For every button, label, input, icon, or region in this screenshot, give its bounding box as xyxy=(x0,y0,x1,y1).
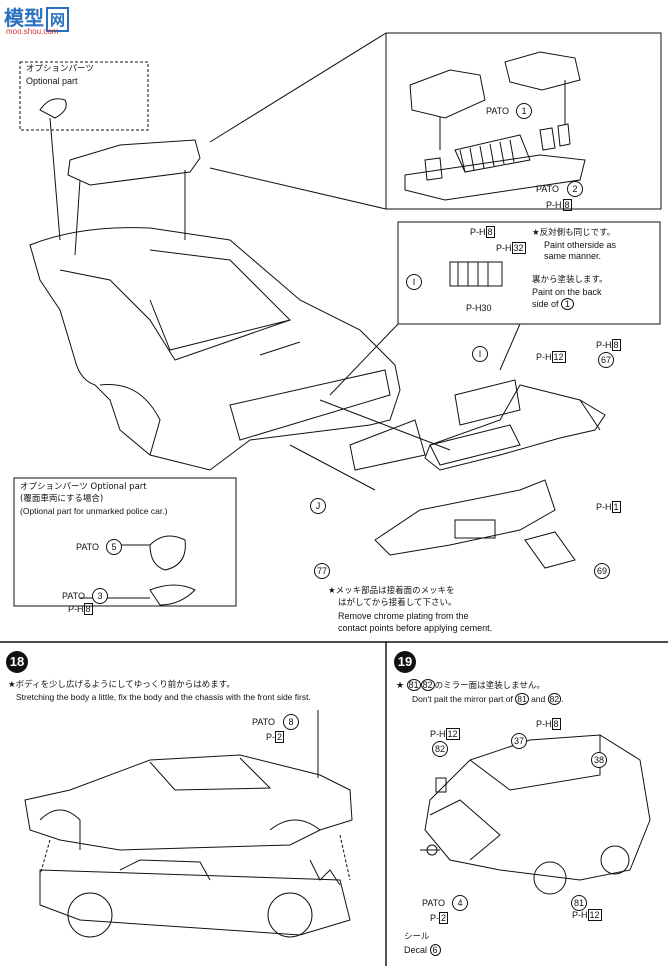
pato2-number: 2 xyxy=(567,181,583,197)
inset-ph8-num: 8 xyxy=(485,226,495,238)
logo-text: 模型 xyxy=(4,6,44,30)
pato5-label: PATO xyxy=(76,542,100,552)
step-19-en-text: Don't pait the mirror part of xyxy=(412,694,513,704)
part-69: 69 xyxy=(594,563,610,579)
ph8b-num: 8 xyxy=(611,339,621,351)
step-19-en: Don't pait the mirror part of 81 and 82. xyxy=(412,693,564,705)
ph1-num: 1 xyxy=(611,501,621,513)
chrome-note-en2: contact points before applying cement. xyxy=(338,623,493,633)
part-67: 67 xyxy=(598,352,614,368)
inset-part-i: I xyxy=(406,274,422,290)
step-19-ph2-num: 2 xyxy=(439,912,449,924)
opt2-title: オプションパーツ Optional part xyxy=(20,482,147,492)
step-18-ph: P-2 xyxy=(266,731,285,743)
step-19-decal-text: Decal xyxy=(404,945,428,955)
inset-ph30: P-H30 xyxy=(466,303,492,313)
step-19-ph2: P-2 xyxy=(430,912,449,924)
step-18-pato: PATO xyxy=(252,717,276,727)
part-j: J xyxy=(310,498,326,514)
mirror-note-en2: same manner. xyxy=(544,251,602,261)
step-19-num81: 81 xyxy=(406,679,421,691)
chrome-note-jp2: はがしてから接着して下さい。 xyxy=(338,598,457,608)
step-19-en-82: 82 xyxy=(547,693,562,705)
opt2-sub-jp: (覆面車両にする場合) xyxy=(20,494,104,504)
step-19-en-81: 81 xyxy=(515,693,529,705)
step-19-part82: 82 xyxy=(432,741,448,757)
mirror-note-jp: ★反対側も同じです。 xyxy=(532,228,616,238)
pato5-number: 5 xyxy=(106,539,122,555)
back-note-text: side of xyxy=(532,299,559,309)
option-part-label-en: Optional part xyxy=(26,76,78,86)
ph8-prefix: P-H xyxy=(546,200,562,210)
pato1-number: 1 xyxy=(516,103,532,119)
step-19-ph12b-num: 12 xyxy=(587,909,602,921)
option-part-label-jp: オプションパーツ xyxy=(26,64,94,74)
mirror-note-en1: Paint otherside as xyxy=(544,240,617,250)
ph8-num: 8 xyxy=(562,199,572,211)
ph12-num: 12 xyxy=(551,351,566,363)
ph8c-num: 8 xyxy=(83,603,93,615)
back-note-jp: 裏から塗装します。 xyxy=(532,275,608,285)
step-19-ph8-num: 8 xyxy=(551,718,561,730)
chrome-note-en1: Remove chrome plating from the xyxy=(338,611,469,621)
opt2-sub-en: (Optional part for unmarked police car.) xyxy=(20,506,168,516)
pato3-label: PATO xyxy=(62,591,86,601)
step-19-num82: 82 xyxy=(420,679,435,691)
step-19-part81: 81 xyxy=(571,895,587,911)
step-19-en-and: and xyxy=(531,694,546,704)
step-19-decal-num: 6 xyxy=(429,944,441,956)
back-note-en2: side of 1 xyxy=(532,298,575,310)
pato3-number: 3 xyxy=(92,588,108,604)
step-19-pato-num: 4 xyxy=(452,895,468,911)
step-18-pato-num: 8 xyxy=(283,714,299,730)
step-18-jp: ★ボディを少し広げるようにしてゆっくり前からはめます。 xyxy=(8,680,235,690)
step-19-part38: 38 xyxy=(591,752,607,768)
site-url: moo.shou.com xyxy=(6,27,59,36)
step-19-badge: 19 xyxy=(394,651,416,673)
pato2-label: PATO xyxy=(536,184,560,194)
part-i: I xyxy=(472,346,488,362)
back-note-num: 1 xyxy=(561,298,575,310)
step-19-decal-en: Decal 6 xyxy=(404,944,441,956)
pato1-label: PATO xyxy=(486,106,510,116)
step-19-pato: PATO xyxy=(422,898,446,908)
chrome-note-jp1: ★メッキ部品は接着面のメッキを xyxy=(328,586,455,596)
inset-ph32-num: 32 xyxy=(511,242,526,254)
step-18-badge: 18 xyxy=(6,651,28,673)
step-18-en: Stretching the body a little, fix the bo… xyxy=(16,692,311,702)
step-19-part37: 37 xyxy=(511,733,527,749)
logo-box: 网 xyxy=(46,7,70,32)
site-logo: 模型网 xyxy=(4,2,70,32)
step-19-decal-jp: シール xyxy=(404,932,430,942)
part-77: 77 xyxy=(314,563,330,579)
inset-ph30-num: 30 xyxy=(481,303,492,313)
step-19-jp-text: のミラー面は塗装しません。 xyxy=(434,681,545,691)
step-19-ph12-num: 12 xyxy=(445,728,460,740)
back-note-en1: Paint on the back xyxy=(532,287,602,297)
step-18-ph-num: 2 xyxy=(275,731,285,743)
